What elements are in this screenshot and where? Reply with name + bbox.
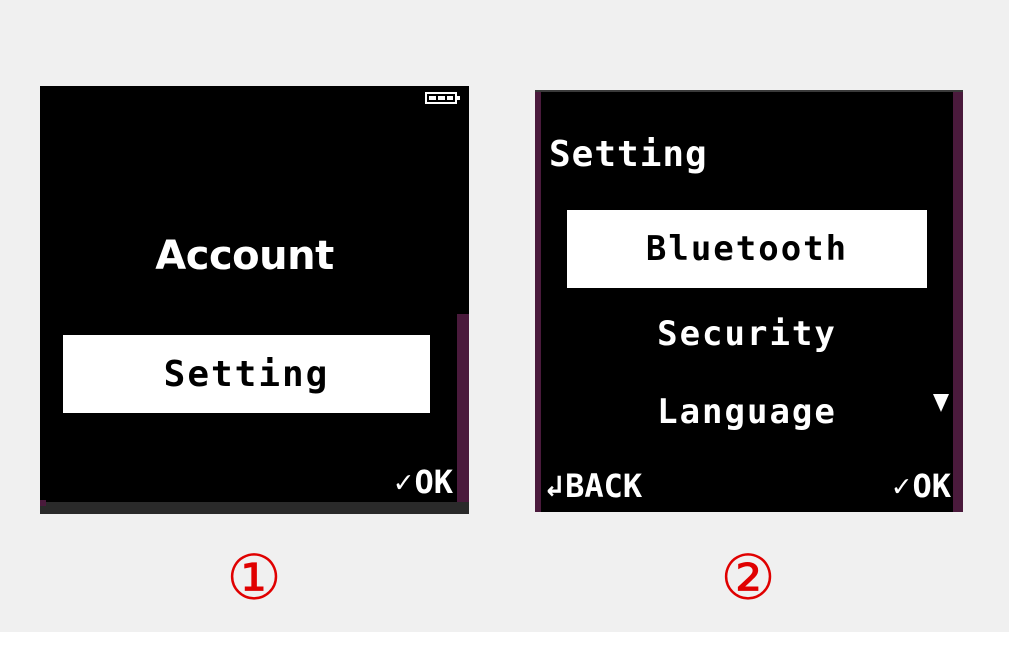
battery-icon [425, 92, 460, 104]
ok-softkey-label: OK [912, 467, 951, 505]
screen-title: Setting [549, 134, 708, 175]
screen-edge [535, 92, 541, 512]
screen-edge [953, 92, 963, 512]
check-icon: ✓ [892, 468, 911, 504]
step-label-2: ② [720, 541, 776, 614]
menu-item-bluetooth-selected[interactable]: Bluetooth [567, 210, 927, 288]
menu-item-label: Bluetooth [645, 229, 849, 269]
menu-item-account[interactable]: Account [155, 233, 334, 279]
device-screen-2: Setting Bluetooth Security Language ↲ BA… [535, 90, 963, 512]
back-softkey-label: BACK [565, 467, 643, 505]
down-triangle-icon [933, 394, 949, 412]
screen-edge [40, 502, 469, 514]
screen-edge [40, 500, 46, 506]
back-softkey[interactable]: ↲ BACK [545, 464, 642, 508]
step-label-1: ① [226, 541, 282, 614]
menu-item-security[interactable]: Security [657, 314, 837, 354]
menu-item-setting-selected[interactable]: Setting [63, 335, 430, 413]
menu-item-label: Setting [163, 353, 330, 395]
screen-edge [457, 314, 469, 514]
menu-item-language[interactable]: Language [657, 392, 837, 432]
ok-softkey-label: OK [414, 463, 453, 501]
device-screen-1: Account Setting ✓ OK [40, 86, 469, 514]
back-arrow-icon: ↲ [545, 468, 564, 504]
check-icon: ✓ [394, 464, 413, 500]
ok-softkey[interactable]: ✓ OK [394, 460, 453, 504]
ok-softkey[interactable]: ✓ OK [892, 464, 951, 508]
